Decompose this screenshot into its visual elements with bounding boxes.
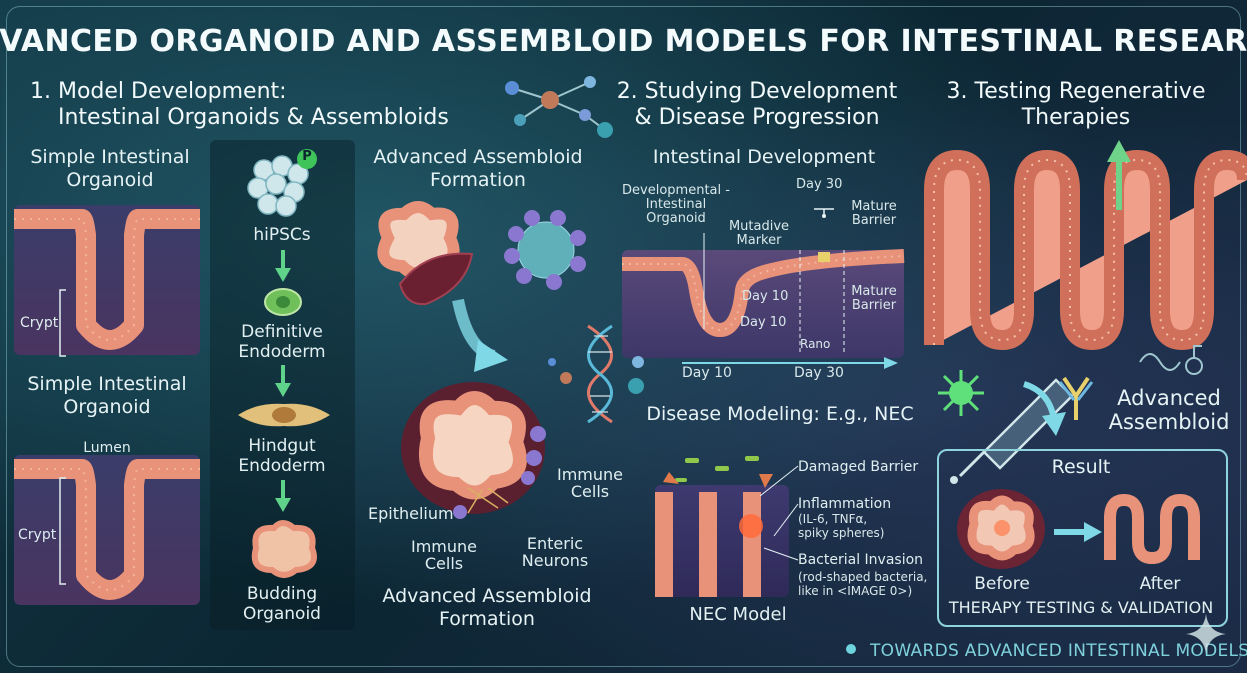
crypt-bracket-2 (59, 477, 66, 585)
rano-label: Rano (800, 337, 831, 351)
before-label: Before (974, 574, 1030, 594)
crypt-label-2: Crypt (18, 527, 57, 543)
disease-heading: Disease Modeling: E.g., NEC (646, 403, 914, 425)
nec-panel (655, 485, 789, 597)
curved-arrow-icon (452, 298, 508, 372)
inflammation-label: Inflammation (798, 496, 892, 512)
development-tissue (622, 249, 905, 354)
bacterial-invasion-label: Bacterial Invasion (798, 552, 924, 568)
assembloid-icon (401, 382, 546, 519)
small-drone-icon (814, 208, 834, 218)
hipscs-label: hiPSCs (253, 225, 311, 245)
lumen-label: Lumen (83, 440, 131, 456)
after-villi-icon (1104, 493, 1200, 565)
day10-label-a: Day 10 (742, 289, 789, 304)
arrow-down-icon (275, 480, 291, 512)
section2-heading: 2. Studying Development & Disease Progre… (616, 79, 898, 130)
villi-tissue (924, 150, 1247, 350)
star-watermark-icon (1186, 614, 1226, 654)
page-title: ADVANCED ORGANOID AND ASSEMBLOID MODELS … (0, 24, 1247, 59)
epithelium-label: Epithelium (368, 504, 454, 523)
arrow-up-icon (1107, 140, 1131, 210)
damaged-barrier-label: Damaged Barrier (798, 459, 919, 475)
nec-tissue (655, 456, 773, 597)
immune-cluster-icon (504, 210, 586, 290)
pluripotency-badge: P (302, 149, 312, 164)
development-heading: Intestinal Development (652, 146, 876, 168)
virus-particle-icon (938, 370, 984, 416)
arrow-down-icon (275, 250, 291, 282)
crypt-bracket-1 (59, 289, 66, 357)
footer-text: TOWARDS ADVANCED INTESTINAL MODELS (870, 641, 1247, 661)
dna-cell-icon (1139, 345, 1203, 375)
budding-organoid-icon (251, 520, 317, 578)
crypt-tissue-1 (14, 209, 200, 350)
section1-heading: 1. Model Development: Intestinal Organoi… (30, 79, 449, 130)
result-heading: Result (1051, 456, 1111, 478)
section3-heading: 3. Testing Regenerative Therapies (946, 79, 1206, 130)
day30-top-label: Day 30 (796, 177, 843, 192)
nec-model-label: NEC Model (689, 604, 787, 625)
bacterial-invasion-sub-label: (rod-shaped bacteria,like in <IMAGE 0>) (798, 570, 928, 598)
outer-frame (6, 6, 1241, 667)
result-box (937, 449, 1228, 627)
nec-pointer-lines (759, 465, 799, 561)
molecule-icon (505, 76, 613, 138)
hipsc-cluster-icon (247, 149, 317, 217)
crypt-tissue-2 (14, 459, 200, 600)
curved-arrow-icon (1022, 381, 1066, 436)
mesenchyme-icon (398, 252, 474, 306)
endoderm-cell-icon (264, 288, 302, 316)
inflammation-sub-label: (IL-6, TNFα,spiky spheres) (798, 512, 885, 540)
arrow-right-icon (1054, 522, 1102, 542)
hindgut-cell-icon (238, 403, 330, 427)
pointer-line (703, 233, 705, 329)
crypt-label-1: Crypt (20, 315, 59, 331)
arrow-down-icon (275, 365, 291, 397)
timeline-axis (682, 357, 898, 369)
antibody-icon (1058, 376, 1094, 420)
dna-helix-icon (548, 324, 644, 424)
before-assembloid-icon (957, 489, 1045, 569)
axis-day10-label: Day 10 (682, 365, 732, 381)
axis-day30-label: Day 30 (794, 365, 844, 381)
sparkle-icon (846, 644, 856, 654)
after-label: After (1139, 574, 1181, 594)
therapy-caption: THERAPY TESTING & VALIDATION (948, 598, 1214, 617)
day10-label-b: Day 10 (740, 315, 787, 330)
